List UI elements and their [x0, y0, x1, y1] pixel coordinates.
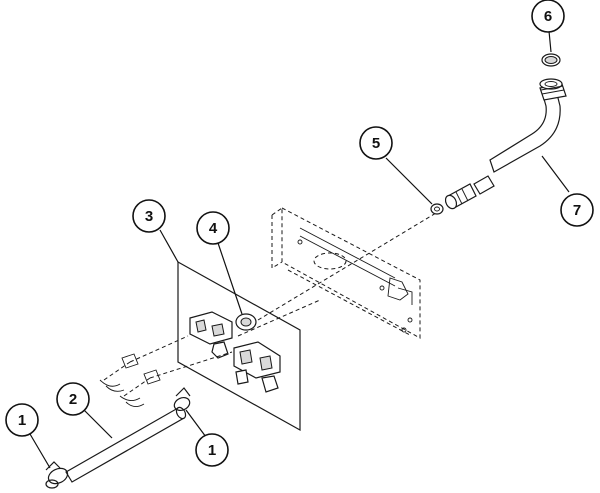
callout-label: 6 [544, 8, 552, 25]
hose-clamp-right [173, 387, 191, 412]
callout-5: 5 [359, 126, 393, 160]
callout-1-right: 1 [195, 433, 229, 467]
callout-label: 2 [69, 391, 77, 408]
assembly-line-main [257, 212, 437, 321]
callout-label: 7 [573, 202, 581, 219]
screen-washer-part-6 [541, 53, 561, 67]
inlet-washer-part-4 [235, 313, 257, 331]
callout-2: 2 [56, 382, 90, 416]
callout-label: 1 [18, 412, 26, 429]
fill-hose-part-2 [65, 406, 187, 483]
callout-4: 4 [196, 211, 230, 245]
callout-6: 6 [531, 0, 565, 33]
callout-3: 3 [132, 199, 166, 233]
hose-clamp-left [45, 461, 69, 489]
callout-label: 1 [208, 442, 216, 459]
inlet-hose-part-7 [444, 78, 567, 210]
callout-1-left: 1 [5, 403, 39, 437]
washer-part-5 [430, 203, 444, 215]
leader-lines [29, 30, 570, 469]
cabinet-panel [271, 207, 421, 339]
water-valve-assembly [99, 260, 301, 432]
callout-label: 3 [145, 208, 153, 225]
callout-label: 5 [372, 135, 380, 152]
valve-solenoid-lower [233, 341, 281, 393]
callout-label: 4 [209, 220, 218, 237]
valve-solenoid-upper [189, 311, 233, 359]
callout-7: 7 [560, 193, 594, 227]
